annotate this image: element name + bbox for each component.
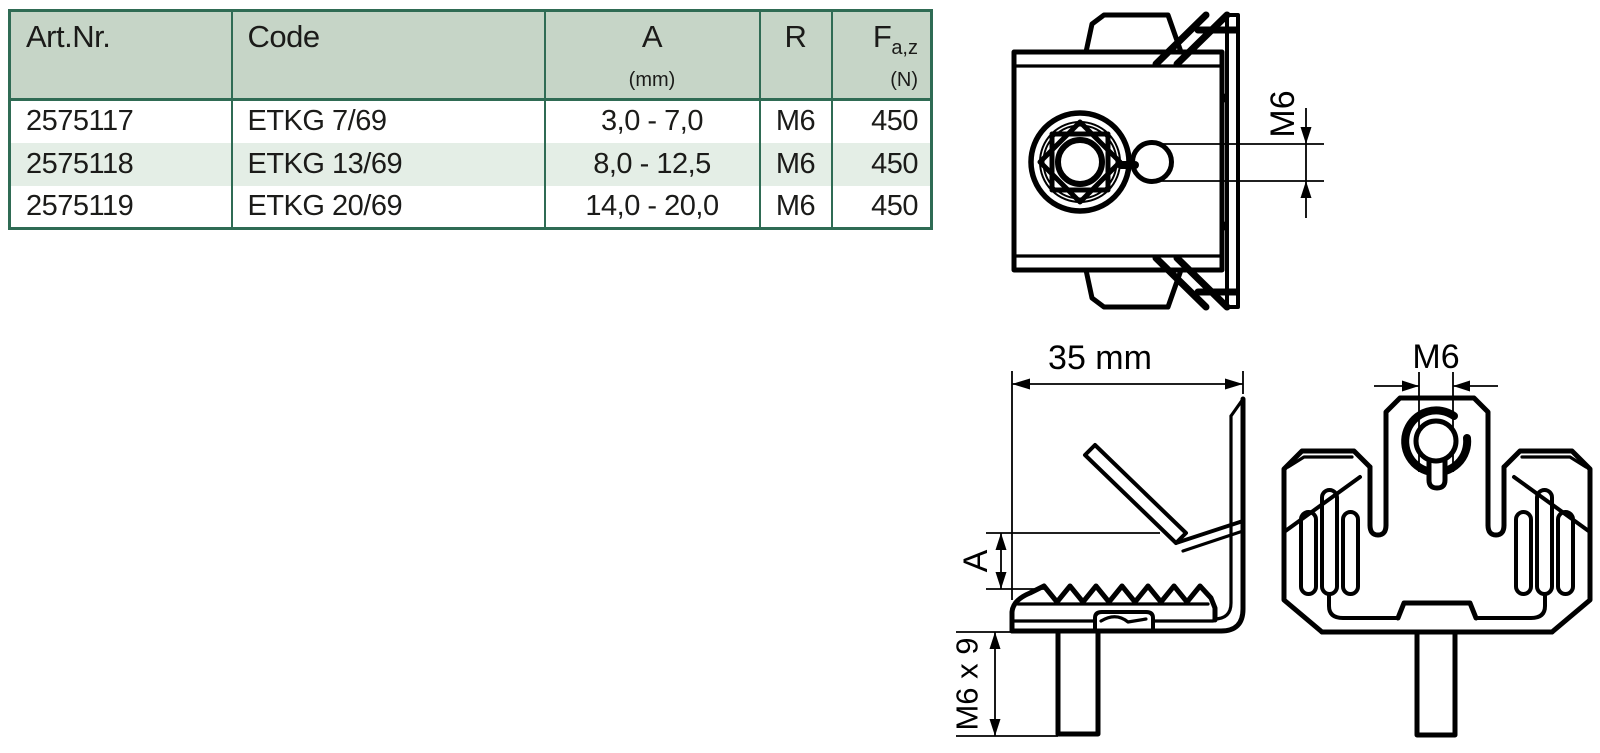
cell-faz: 450 — [830, 185, 932, 229]
column-label: A — [641, 19, 663, 54]
cell-code: ETKG 13/69 — [230, 142, 545, 186]
column-label: Art.Nr. — [26, 19, 111, 54]
threaded-keyhole — [1117, 140, 1174, 184]
clamp-front-view-drawing: M6 — [1281, 338, 1593, 738]
clamp-side-profile — [1009, 396, 1246, 737]
cell-artnr: 2575118 — [26, 147, 134, 180]
dimension-m6x9-stud: M6 x 9 — [950, 631, 1062, 737]
clamp-front-body — [1281, 395, 1593, 738]
cell-a-range: 14,0 - 20,0 — [543, 185, 760, 229]
column-header-artnr: Art.Nr. — [9, 10, 232, 101]
cell-faz: 450 — [830, 99, 932, 143]
right-spring-loops — [1514, 488, 1575, 596]
column-label: R — [784, 19, 807, 54]
clamp-top-view-drawing: M6 — [1011, 11, 1324, 311]
cell-a-range: 8,0 - 12,5 — [543, 142, 760, 186]
left-spring-block — [1281, 448, 1373, 635]
cell-r: M6 — [758, 185, 832, 229]
cell-artnr: 2575119 — [26, 189, 134, 222]
center-tab — [1383, 395, 1491, 528]
cell-r: M6 — [758, 99, 832, 143]
cell-r: M6 — [758, 142, 832, 186]
dimension-label-a: A — [957, 549, 995, 572]
column-header-code: Code — [230, 10, 545, 101]
threaded-stud — [1414, 629, 1458, 738]
dimension-35mm: 35 mm — [1011, 339, 1244, 600]
dimension-label-m6x9: M6 x 9 — [950, 637, 985, 730]
dimension-label-m6: M6 — [1412, 338, 1459, 376]
dimension-m6-top-view: M6 — [1158, 90, 1324, 218]
table-header: Art.Nr. Code A (mm) R Fa,z — [9, 10, 932, 101]
column-header-r: R — [758, 10, 832, 101]
column-unit: (N) — [890, 69, 918, 91]
table-row: 2575119 ETKG 20/69 14,0 - 20,0 M6 450 — [10, 185, 932, 229]
left-spring-loops — [1299, 488, 1360, 596]
table-body: 2575117 ETKG 7/69 3,0 - 7,0 M6 450 25751… — [9, 99, 932, 229]
cell-faz: 450 — [830, 142, 932, 186]
column-label-subscript: a,z — [891, 37, 918, 59]
dimension-m6-front-view: M6 — [1374, 338, 1498, 472]
column-header-a: A (mm) — [543, 10, 760, 101]
table-row: 2575117 ETKG 7/69 3,0 - 7,0 M6 450 — [10, 99, 932, 143]
cell-code: ETKG 20/69 — [230, 185, 545, 229]
table-row: 2575118 ETKG 13/69 8,0 - 12,5 M6 450 — [9, 142, 932, 186]
column-unit: (mm) — [628, 69, 676, 91]
base-center-bump — [1395, 600, 1479, 621]
header-row: Art.Nr. Code A (mm) R Fa,z — [9, 10, 932, 101]
lanced-tab — [1093, 610, 1155, 633]
clamp-body-outline — [1011, 11, 1240, 311]
dimension-clamping-range-a: A — [957, 532, 1160, 590]
cell-code: ETKG 7/69 — [230, 99, 545, 143]
clamp-side-view-drawing: 35 mm A M6 x 9 — [950, 339, 1246, 737]
dimension-label-35mm: 35 mm — [1048, 339, 1152, 377]
product-spec-table: Art.Nr. Code A (mm) R Fa,z — [8, 9, 933, 230]
spring-arm — [1083, 443, 1188, 545]
cell-artnr: 2575117 — [26, 105, 134, 138]
column-label: Code — [247, 19, 321, 54]
cell-a-range: 3,0 - 7,0 — [543, 99, 760, 143]
threaded-keyhole-front — [1401, 406, 1472, 491]
threaded-stud — [1055, 628, 1101, 737]
right-spring-block — [1501, 448, 1593, 635]
dimension-label-m6: M6 — [1264, 90, 1302, 137]
column-label: Fa,z — [872, 19, 918, 59]
serrated-clamp-hole — [1028, 110, 1132, 214]
column-header-faz: Fa,z (N) — [830, 10, 932, 101]
